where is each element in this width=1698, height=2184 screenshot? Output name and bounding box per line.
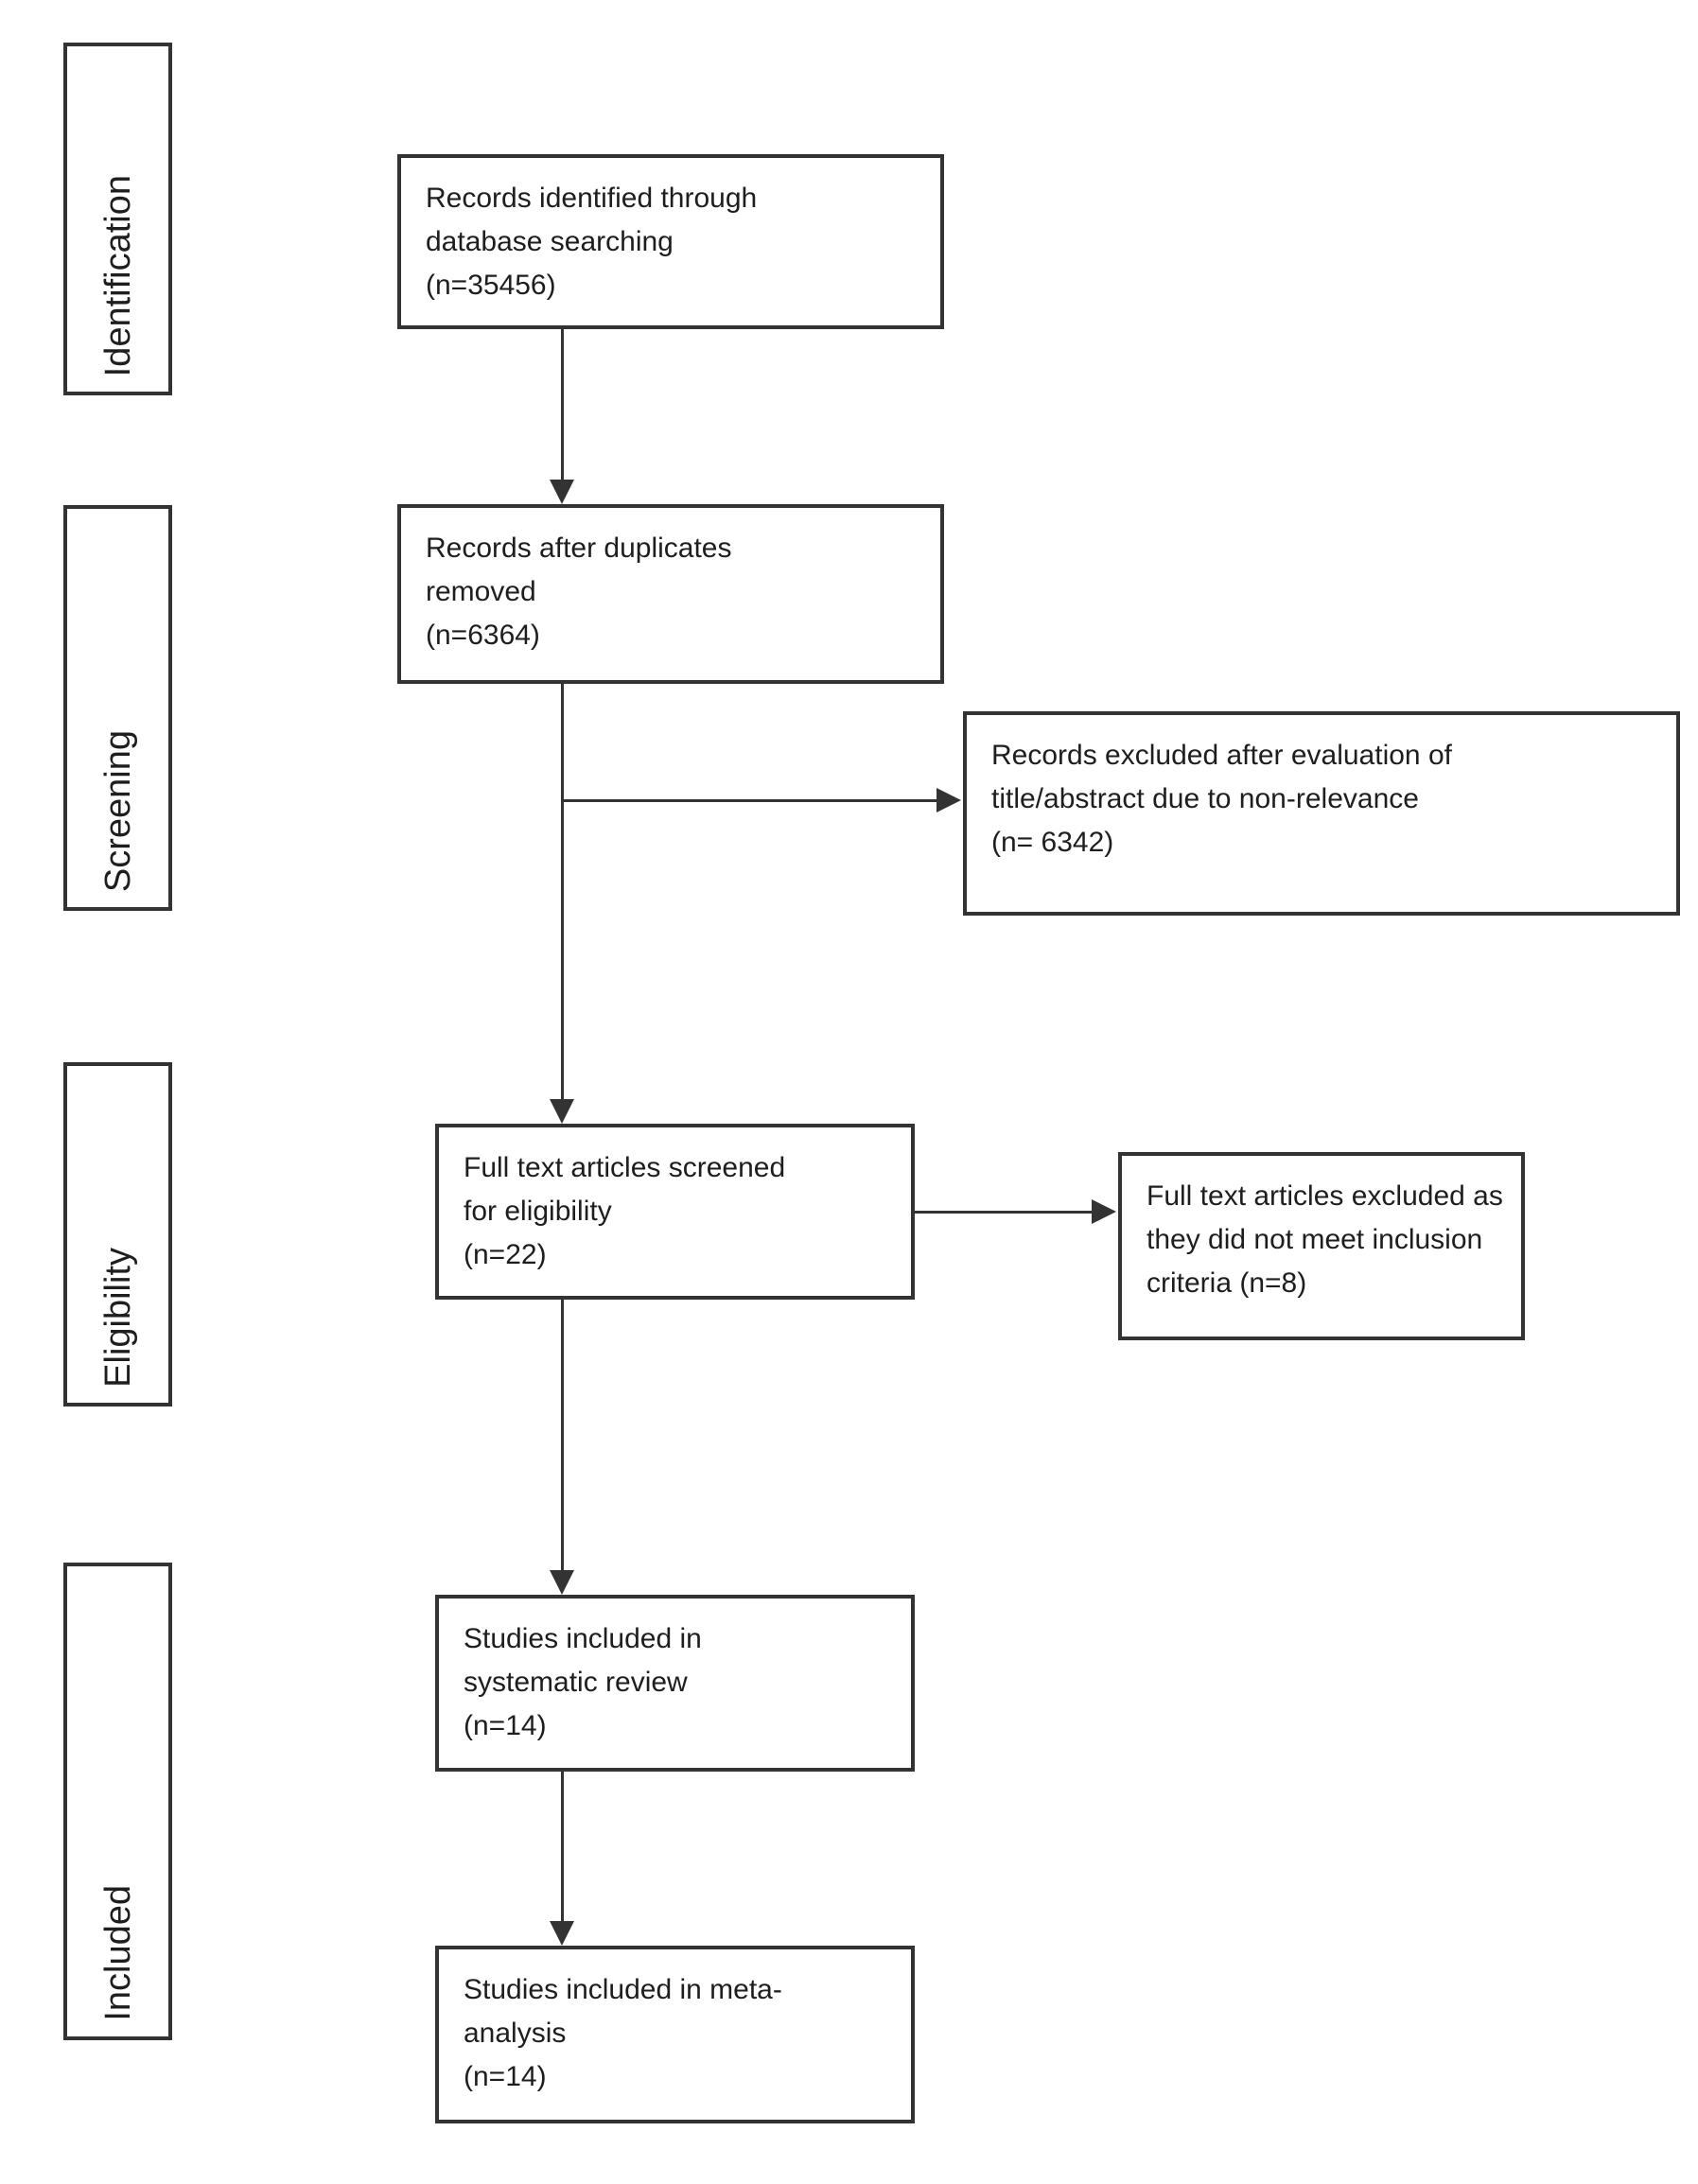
arrow-line-fulltext-to-fulltext-excluded bbox=[915, 1211, 1094, 1214]
flow-box-included-systematic-review: Studies included in systematic review (n… bbox=[435, 1595, 915, 1772]
flow-box-included-meta-analysis: Studies included in meta- analysis (n=14… bbox=[435, 1946, 915, 2123]
flow-box-full-text-screened-text: Full text articles screened for eligibil… bbox=[464, 1152, 786, 1270]
stage-label-included: Included bbox=[97, 1885, 138, 2021]
stage-box-identification: Identification bbox=[63, 43, 172, 395]
arrow-head-duplicates-to-fulltext bbox=[550, 1099, 574, 1124]
arrow-line-identified-to-duplicates bbox=[561, 329, 564, 481]
flow-box-full-text-screened: Full text articles screened for eligibil… bbox=[435, 1124, 915, 1300]
arrow-line-fulltext-to-systematic-review bbox=[561, 1300, 564, 1572]
stage-box-included: Included bbox=[63, 1563, 172, 2040]
flow-box-full-text-excluded: Full text articles excluded as they did … bbox=[1118, 1152, 1525, 1340]
flow-box-records-identified: Records identified through database sear… bbox=[397, 154, 944, 329]
stage-box-screening: Screening bbox=[63, 505, 172, 911]
arrow-head-identified-to-duplicates bbox=[550, 480, 574, 504]
stage-label-eligibility: Eligibility bbox=[97, 1248, 138, 1388]
arrow-line-duplicates-to-fulltext bbox=[561, 684, 564, 1101]
arrow-head-fulltext-to-fulltext-excluded bbox=[1092, 1199, 1116, 1224]
flow-box-included-systematic-review-text: Studies included in systematic review (n… bbox=[464, 1623, 702, 1741]
flow-box-full-text-excluded-text: Full text articles excluded as they did … bbox=[1147, 1180, 1503, 1299]
flow-box-records-identified-text: Records identified through database sear… bbox=[426, 183, 758, 301]
flow-box-included-meta-analysis-text: Studies included in meta- analysis (n=14… bbox=[464, 1974, 782, 2092]
stage-label-identification: Identification bbox=[97, 174, 138, 376]
stage-label-screening: Screening bbox=[97, 729, 138, 892]
flow-box-records-excluded-text: Records excluded after evaluation of tit… bbox=[991, 740, 1452, 858]
flow-box-records-after-duplicates: Records after duplicates removed (n=6364… bbox=[397, 504, 944, 684]
stage-box-eligibility: Eligibility bbox=[63, 1062, 172, 1406]
arrow-line-systematic-review-to-meta-analysis bbox=[561, 1772, 564, 1923]
arrow-head-branch-to-records-excluded bbox=[937, 788, 961, 812]
arrow-line-branch-to-records-excluded bbox=[561, 799, 938, 802]
flow-box-records-after-duplicates-text: Records after duplicates removed (n=6364… bbox=[426, 533, 732, 651]
arrow-head-fulltext-to-systematic-review bbox=[550, 1570, 574, 1595]
arrow-head-systematic-review-to-meta-analysis bbox=[550, 1921, 574, 1946]
flow-box-records-excluded: Records excluded after evaluation of tit… bbox=[963, 711, 1680, 916]
